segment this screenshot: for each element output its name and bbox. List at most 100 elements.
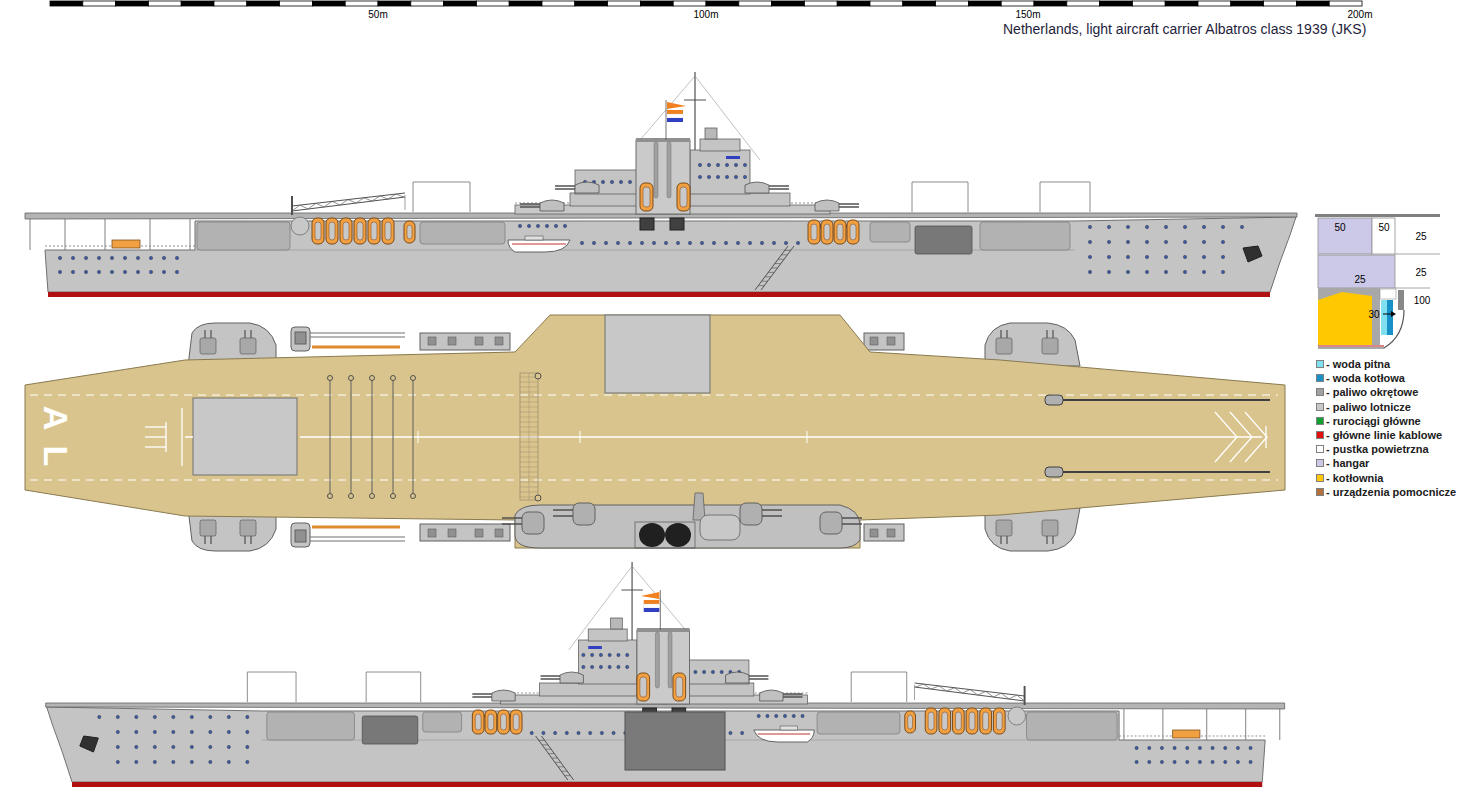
aa-mount xyxy=(448,337,456,345)
porthole xyxy=(748,241,751,244)
porthole xyxy=(792,714,795,717)
flag-stripe xyxy=(644,608,660,612)
legend-swatch xyxy=(1316,459,1324,467)
hangar-bay xyxy=(817,712,900,734)
hangar-bay xyxy=(267,712,355,740)
porthole xyxy=(136,256,139,259)
scale-segment xyxy=(1132,1,1165,6)
gun-mount xyxy=(1042,338,1058,354)
platform xyxy=(864,333,904,350)
porthole xyxy=(172,760,175,763)
scale-segment xyxy=(148,1,181,6)
crane-lattice xyxy=(916,684,1025,701)
water-tank xyxy=(1387,300,1393,335)
life-raft xyxy=(640,183,653,211)
porthole xyxy=(84,270,87,273)
catapult-shuttle xyxy=(1045,395,1063,405)
gun-barrel xyxy=(1046,536,1047,544)
gun-barrel xyxy=(502,517,522,519)
porthole xyxy=(1135,746,1138,749)
hangar-bay xyxy=(870,222,910,242)
arrester-wire xyxy=(393,378,394,496)
boat-stripe xyxy=(512,244,566,245)
bridge xyxy=(690,150,750,194)
gun-turret xyxy=(560,672,583,683)
yardarm xyxy=(621,590,642,591)
porthole xyxy=(1160,760,1163,763)
porthole xyxy=(97,270,100,273)
porthole xyxy=(1183,270,1186,273)
flag-halyard xyxy=(660,590,661,630)
gun-barrel xyxy=(769,185,789,187)
porthole xyxy=(652,241,655,244)
deck-section xyxy=(1315,214,1440,217)
scale-segment xyxy=(1001,1,1034,6)
life-raft xyxy=(404,221,415,243)
life-raft-inner xyxy=(357,222,363,240)
life-raft xyxy=(485,710,497,734)
scale-segment xyxy=(345,1,378,6)
scale-segment xyxy=(1198,1,1231,6)
dimension-label: 25 xyxy=(1415,267,1426,278)
porthole xyxy=(1236,760,1239,763)
antenna-wire xyxy=(413,182,470,183)
scale-segment xyxy=(444,1,477,6)
life-raft xyxy=(340,218,352,244)
porthole xyxy=(116,730,119,733)
bridge xyxy=(579,640,637,684)
porthole xyxy=(608,665,611,668)
mast xyxy=(631,562,632,640)
porthole xyxy=(734,163,737,166)
porthole xyxy=(698,163,701,166)
ladder-rung xyxy=(545,749,551,750)
scale-label: 150m xyxy=(1015,9,1040,20)
porthole xyxy=(743,175,746,178)
antenna-wire xyxy=(1040,182,1090,183)
gun-barrel xyxy=(839,203,859,205)
life-raft-inner xyxy=(315,222,321,240)
porthole xyxy=(110,270,113,273)
porthole xyxy=(545,224,548,227)
porthole xyxy=(676,241,679,244)
porthole xyxy=(783,714,786,717)
legend-swatch xyxy=(1316,445,1324,453)
porthole xyxy=(135,760,138,763)
gun-turret xyxy=(745,182,769,193)
porthole xyxy=(628,180,631,183)
steam-pipe xyxy=(655,632,659,688)
porthole xyxy=(724,241,727,244)
porthole xyxy=(1107,225,1110,228)
cable-run xyxy=(1318,346,1384,347)
porthole xyxy=(600,731,603,734)
centerline-tick xyxy=(580,431,581,443)
life-raft-inner xyxy=(824,224,830,240)
porthole xyxy=(1186,760,1189,763)
porthole xyxy=(1145,255,1148,258)
arrester-wire xyxy=(372,378,373,496)
ladder-rung xyxy=(765,276,771,277)
porthole xyxy=(190,745,193,748)
centerline xyxy=(300,436,1262,438)
legend-row: - woda pitna xyxy=(1316,357,1390,371)
life-raft-inner xyxy=(385,222,391,240)
porthole xyxy=(554,224,557,227)
porthole xyxy=(116,745,119,748)
flag-halyard xyxy=(666,100,667,140)
life-raft-inner xyxy=(969,712,975,730)
life-raft xyxy=(847,220,859,244)
aa-mount xyxy=(475,337,483,345)
gun-barrel xyxy=(520,206,540,208)
porthole xyxy=(1088,225,1091,228)
life-raft xyxy=(510,710,522,734)
antenna-post xyxy=(906,672,907,702)
porthole xyxy=(123,270,126,273)
gun-barrel xyxy=(555,185,575,187)
legend-text: - główne linie kablowe xyxy=(1326,429,1442,441)
profile-starboard xyxy=(46,562,1285,787)
gun-barrel xyxy=(1046,330,1047,338)
porthole xyxy=(246,745,249,748)
gun-mount xyxy=(1042,520,1058,536)
scale-segment xyxy=(1067,1,1100,6)
porthole xyxy=(716,175,719,178)
gun-barrel xyxy=(204,330,205,338)
